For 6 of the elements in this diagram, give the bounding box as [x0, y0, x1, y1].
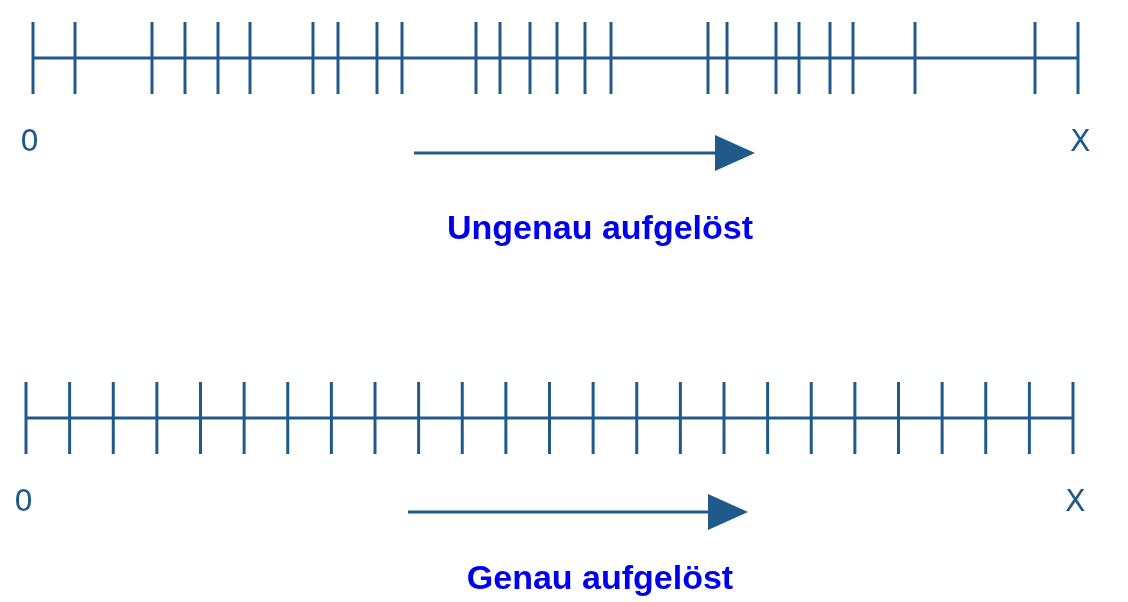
- axis-label: X: [1065, 486, 1086, 516]
- axis-label: 0: [20, 126, 40, 156]
- caption: Genau aufgelöst: [466, 560, 734, 594]
- axis-label: 0: [14, 486, 34, 516]
- caption: Ungenau aufgelöst: [447, 210, 753, 244]
- axis-label: X: [1070, 126, 1091, 156]
